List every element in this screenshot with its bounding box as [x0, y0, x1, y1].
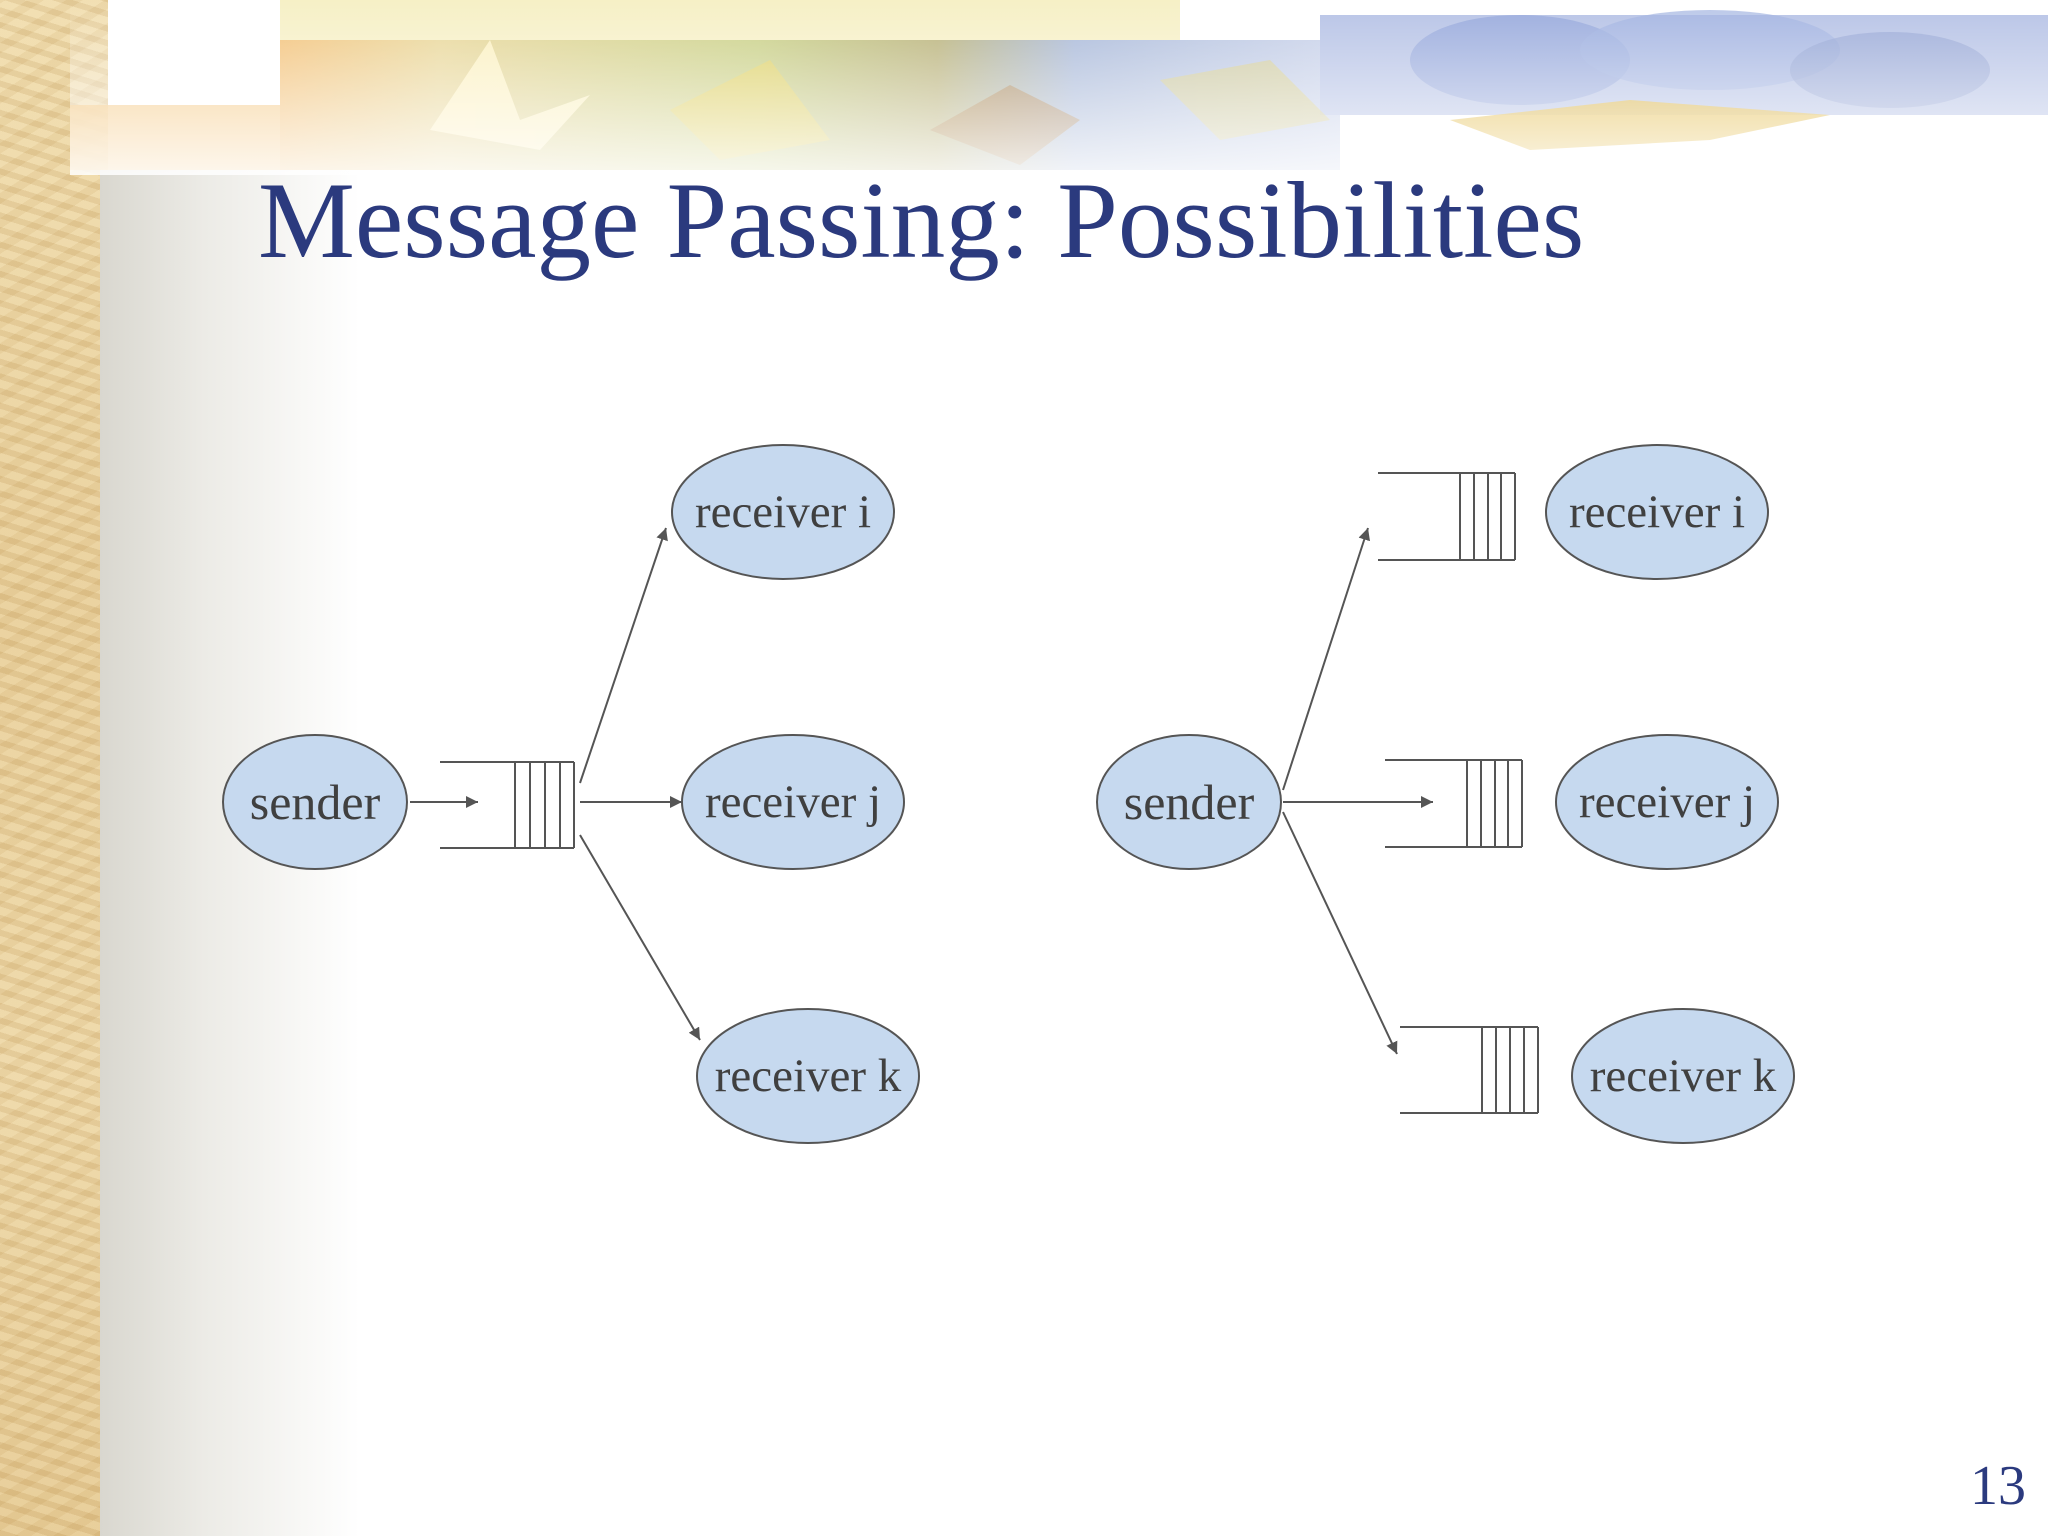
receiver-i-label: receiver i [1569, 486, 1745, 538]
receiver-j-node: receiver j [1555, 734, 1779, 870]
arrow-queue-to-receiver-k [579, 834, 701, 1041]
shared-message-queue [440, 761, 575, 849]
receiver-k-node: receiver k [696, 1008, 920, 1144]
diagram-left: sender receiver i receiver j [222, 444, 920, 1144]
paper-texture-strip [0, 0, 108, 1536]
receiver-k-label: receiver k [1590, 1050, 1777, 1102]
sender-label: sender [1124, 774, 1255, 830]
message-queue-k [1400, 1026, 1539, 1114]
page-number: 13 [1970, 1455, 2026, 1517]
arrow-sender-to-queue-k [1282, 811, 1398, 1055]
receiver-i-node: receiver i [1545, 444, 1769, 580]
diagram-right: sender [1096, 444, 1795, 1144]
sender-node: sender [1096, 734, 1282, 870]
message-queue-i [1378, 472, 1516, 561]
receiver-k-label: receiver k [715, 1050, 902, 1102]
slide-title: Message Passing: Possibilities [258, 160, 1585, 281]
receiver-i-node: receiver i [671, 444, 895, 580]
receiver-j-label: receiver j [1579, 776, 1755, 828]
receiver-j-label: receiver j [705, 776, 881, 828]
receiver-k-node: receiver k [1571, 1008, 1795, 1144]
arrow-queue-to-receiver-i [579, 527, 668, 784]
sender-label: sender [250, 774, 381, 830]
sender-node: sender [222, 734, 408, 870]
receiver-i-label: receiver i [695, 486, 871, 538]
receiver-j-node: receiver j [681, 734, 905, 870]
message-queue-j [1385, 759, 1523, 848]
floral-banner [70, 0, 2048, 175]
arrow-sender-to-queue-i [1282, 527, 1371, 791]
